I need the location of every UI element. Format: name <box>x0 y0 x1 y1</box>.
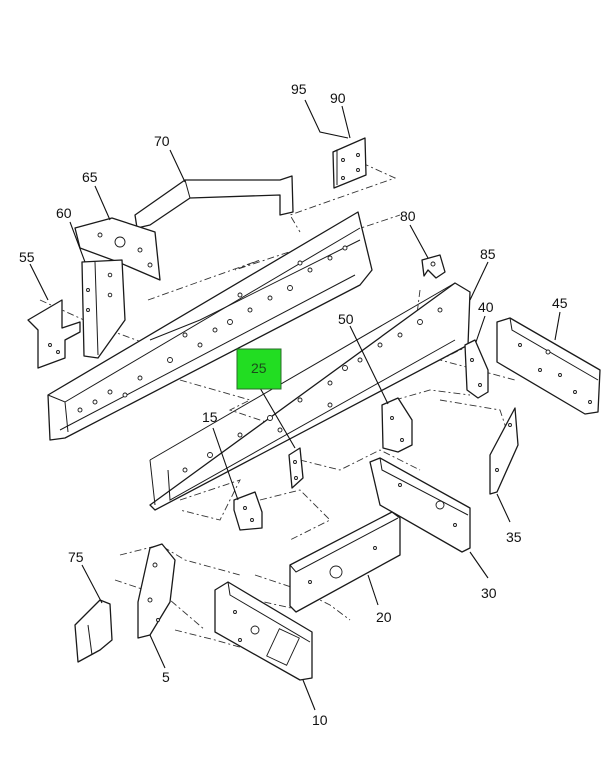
upper-frame-rail <box>47 211 373 441</box>
part-75-bracket <box>74 599 113 663</box>
part-90-plate <box>332 137 367 189</box>
part-25-bracket <box>288 447 304 489</box>
callout-60[interactable]: 60 <box>56 205 72 221</box>
rail-holes <box>77 245 348 413</box>
callout-35[interactable]: 35 <box>506 529 522 545</box>
callout-5[interactable]: 5 <box>162 669 170 685</box>
highlight-box[interactable] <box>236 348 282 390</box>
part-10-plate <box>214 581 313 681</box>
part-45-plate <box>496 317 601 415</box>
part-60-bracket <box>81 259 126 359</box>
part-5-bracket <box>137 543 176 639</box>
callout-10[interactable]: 10 <box>312 712 328 728</box>
part-35-bracket <box>489 407 519 495</box>
lower-rail-holes <box>182 307 443 473</box>
part-50-bracket <box>381 397 413 453</box>
callout-85[interactable]: 85 <box>480 246 496 262</box>
part-70-bracket <box>134 175 294 229</box>
callout-75[interactable]: 75 <box>68 549 84 565</box>
part-30-channel <box>369 457 471 553</box>
callout-15[interactable]: 15 <box>202 409 218 425</box>
callout-25[interactable]: 25 <box>251 360 267 376</box>
callout-90[interactable]: 90 <box>330 90 346 106</box>
callout-80[interactable]: 80 <box>400 208 416 224</box>
callout-50[interactable]: 50 <box>338 311 354 327</box>
callout-55[interactable]: 55 <box>19 249 35 265</box>
callout-40[interactable]: 40 <box>478 299 494 315</box>
callout-labels: 95 90 70 65 60 55 80 85 40 45 50 15 35 7… <box>19 81 568 728</box>
part-55-bracket <box>27 299 81 369</box>
callout-95[interactable]: 95 <box>291 81 307 97</box>
callout-20[interactable]: 20 <box>376 609 392 625</box>
callout-70[interactable]: 70 <box>154 133 170 149</box>
part-20-channel <box>289 511 401 613</box>
part-40-bracket <box>464 339 489 399</box>
leader-lines <box>29 99 561 711</box>
part-80-clip <box>421 254 446 279</box>
lower-frame-rail <box>149 282 471 511</box>
callout-45[interactable]: 45 <box>552 295 568 311</box>
part-15-bracket <box>233 491 263 531</box>
callout-30[interactable]: 30 <box>481 585 497 601</box>
callout-65[interactable]: 65 <box>82 169 98 185</box>
